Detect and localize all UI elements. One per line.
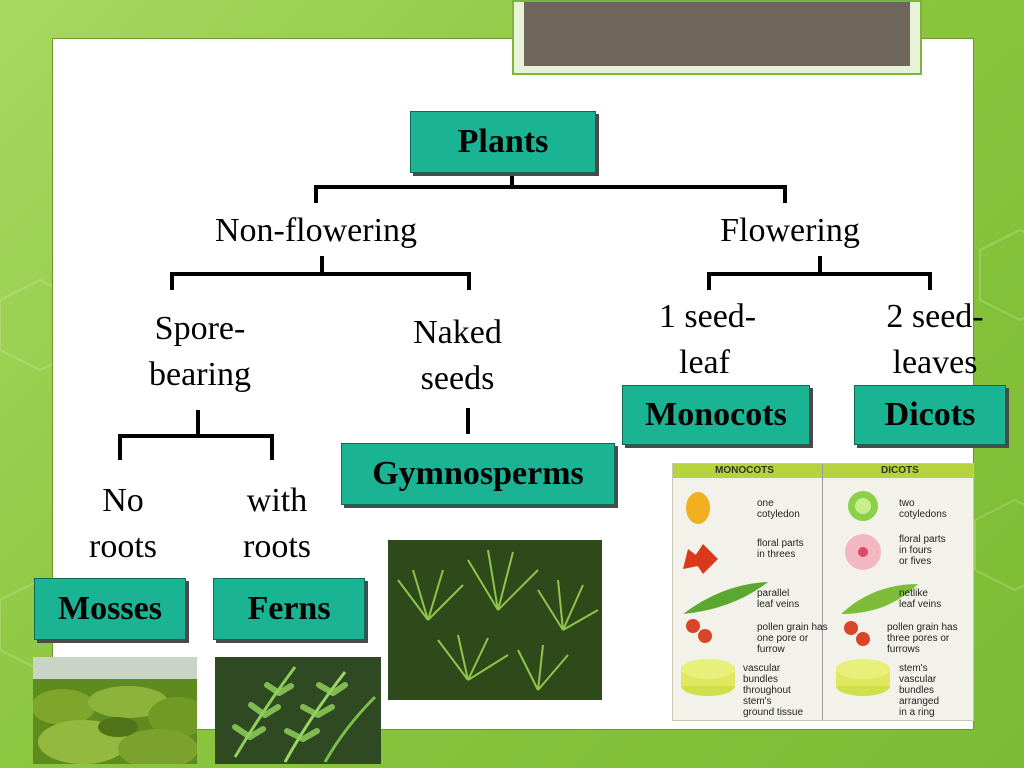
dicot-pollen-icon: [844, 621, 858, 635]
dicots-label: Dicots: [884, 396, 976, 433]
dicot-trait-4: pollen grain has three pores or furrows: [887, 622, 958, 655]
connector-spore-bar: [118, 434, 274, 438]
connector-withroots-drop: [270, 434, 274, 460]
flower-icon: [683, 544, 718, 574]
connector-spore-stem: [196, 410, 200, 438]
connector-nonflowering-stem: [320, 256, 324, 274]
pine-photo: [388, 540, 602, 700]
spore-bearing-label: Spore- bearing: [149, 310, 251, 393]
gymnosperms-node: Gymnosperms: [341, 443, 615, 505]
no-roots-label: No roots: [89, 482, 157, 565]
monocot-dicot-comparison: MONOCOTS DICOTS one cotyledon floral par…: [672, 463, 974, 721]
connector-noroots-drop: [118, 434, 122, 460]
monocot-trait-2: floral parts in threes: [757, 538, 804, 560]
monocot-trait-1: one cotyledon: [757, 498, 800, 520]
monocots-label: Monocots: [645, 396, 787, 433]
dicot-trait-3: netlike leaf veins: [899, 588, 942, 610]
connector-nonflowering-drop: [314, 185, 318, 203]
ferns-node: Ferns: [213, 578, 365, 640]
title-placeholder: [512, 0, 922, 75]
naked-seeds-label: Naked seeds: [413, 314, 502, 397]
dicots-header: DICOTS: [881, 465, 919, 476]
connector-flowering-stem: [818, 256, 822, 274]
monocot-trait-3: parallel leaf veins: [757, 588, 800, 610]
monocots-node: Monocots: [622, 385, 810, 445]
seed-icon: [686, 492, 710, 524]
dicots-node: Dicots: [854, 385, 1006, 445]
connector-nonflowering-bar: [170, 272, 471, 276]
connector-naked-stem: [466, 408, 470, 434]
title-placeholder-fill: [524, 2, 910, 66]
gymnosperms-label: Gymnosperms: [372, 455, 584, 492]
moss-photo: [33, 657, 197, 764]
ferns-label: Ferns: [247, 590, 331, 627]
leaf-icon: [683, 582, 768, 614]
dicot-trait-1: two cotyledons: [899, 498, 947, 520]
comparison-divider: [822, 464, 823, 720]
connector-flowering-bar: [707, 272, 932, 276]
connector-root-stem: [510, 172, 514, 188]
flowering-label: Flowering: [720, 212, 860, 249]
comparison-illustrations: [681, 491, 918, 696]
dicot-trait-2: floral parts in fours or fives: [899, 534, 946, 567]
pollen-icon: [686, 619, 700, 633]
connector-spore-drop: [170, 272, 174, 290]
two-seed-leaves-label: 2 seed- leaves: [886, 298, 984, 381]
connector-level1-bar: [314, 185, 787, 189]
mosses-node: Mosses: [34, 578, 186, 640]
dicot-trait-5: stem's vascular bundles arranged in a ri…: [899, 663, 940, 718]
non-flowering-label: Non-flowering: [214, 212, 418, 249]
monocot-trait-4: pollen grain has one pore or furrow: [757, 622, 828, 655]
with-roots-label: with roots: [243, 482, 311, 565]
one-seed-leaf-label: 1 seed- leaf: [658, 298, 757, 381]
plants-label: Plants: [457, 123, 549, 160]
monocot-trait-5: vascular bundles throughout stem's groun…: [743, 663, 804, 718]
fern-photo: [215, 657, 381, 764]
monocots-header: MONOCOTS: [715, 465, 774, 476]
comparison-header: MONOCOTS DICOTS: [673, 464, 973, 478]
connector-monocot-drop: [707, 272, 711, 290]
mosses-label: Mosses: [58, 590, 162, 627]
plants-node: Plants: [410, 111, 596, 173]
connector-dicot-drop: [928, 272, 932, 290]
connector-flowering-drop: [783, 185, 787, 203]
dicot-leaf-icon: [841, 584, 918, 614]
connector-naked-drop: [467, 272, 471, 290]
